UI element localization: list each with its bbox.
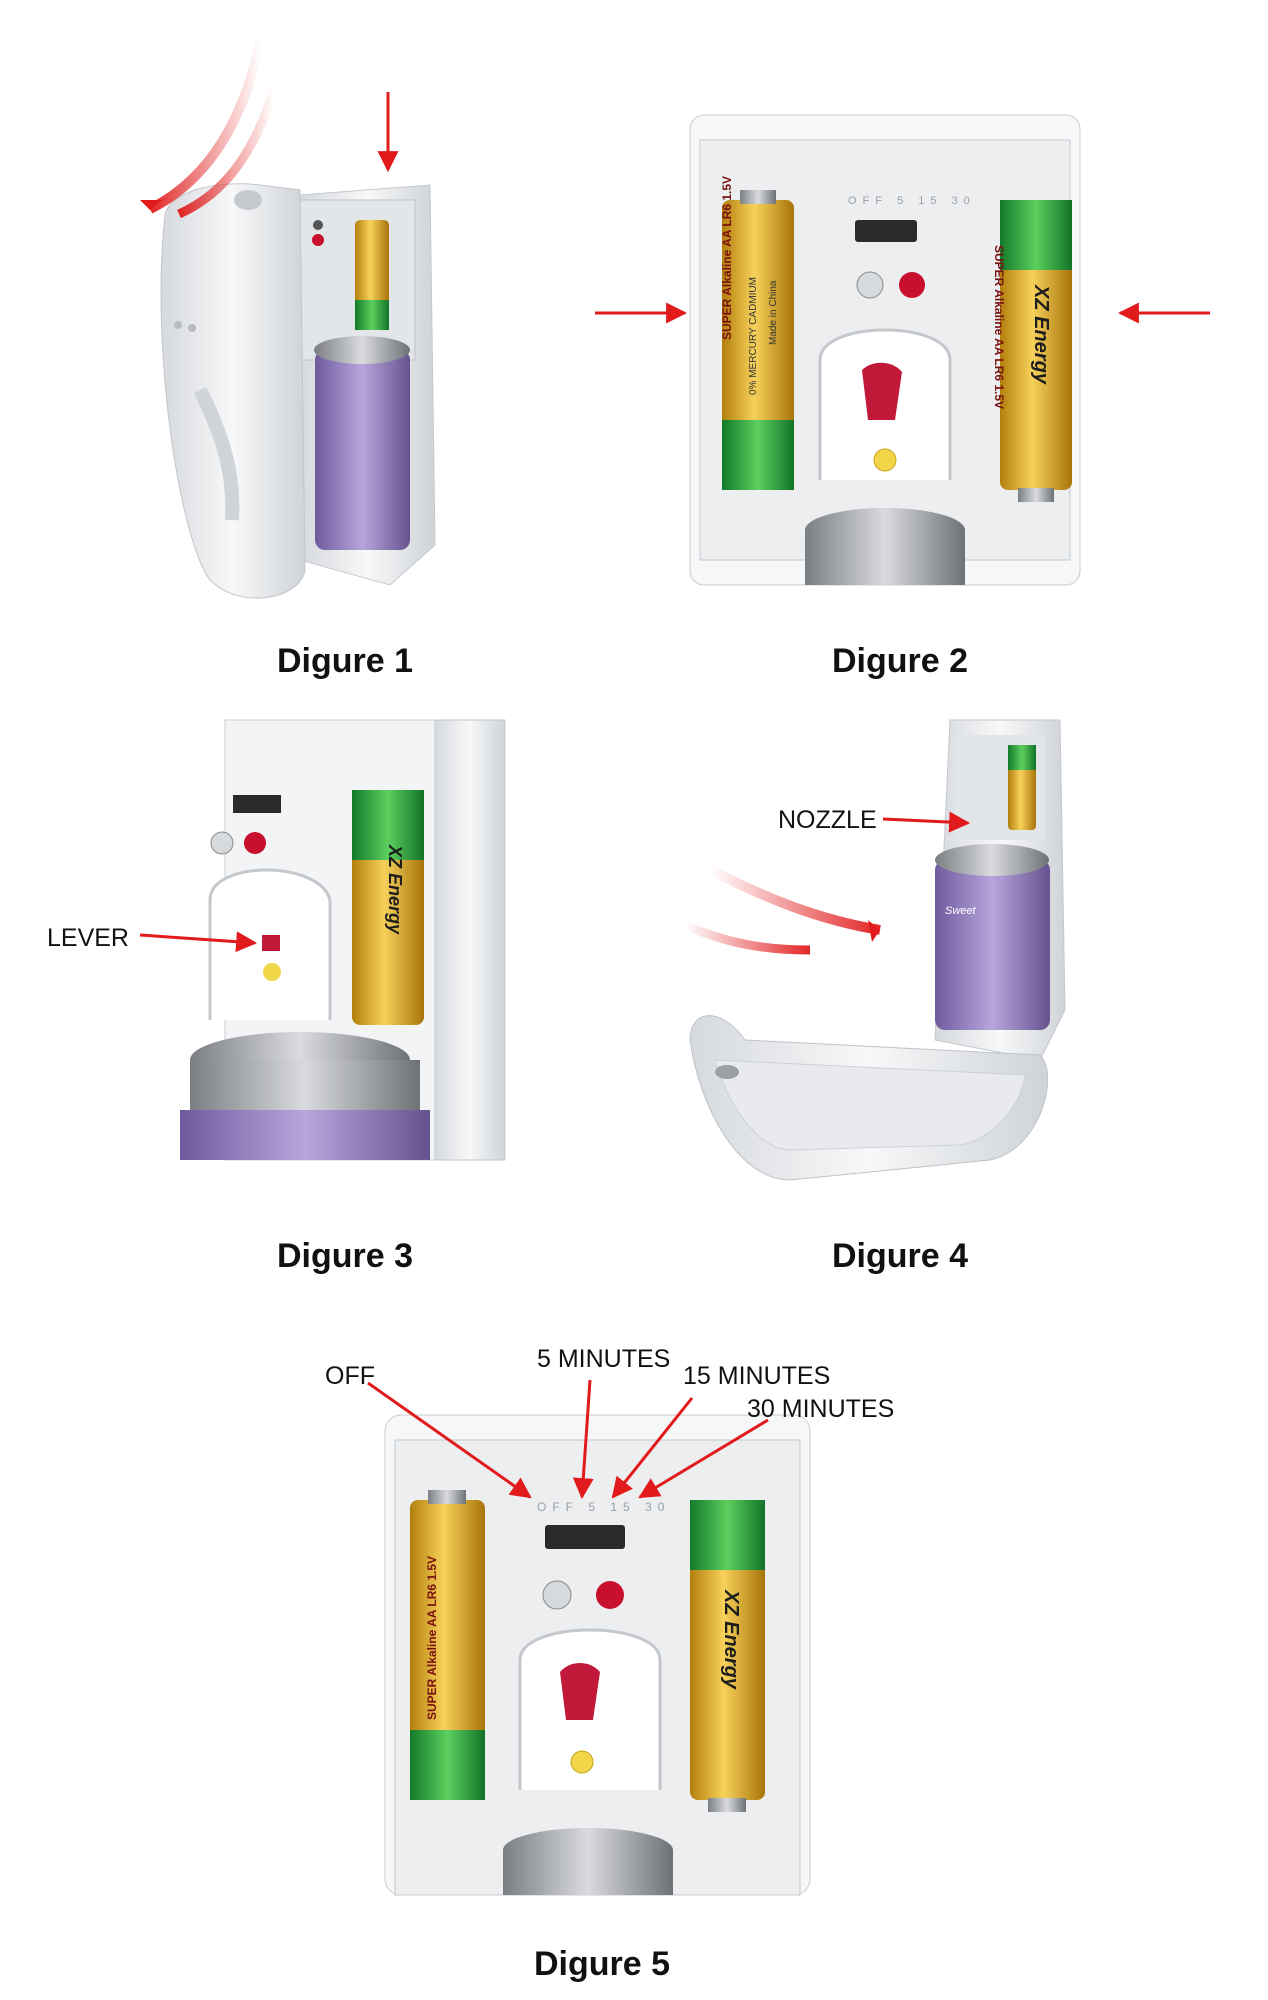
battery-brand-text-fig5: XZ Energy bbox=[720, 1590, 742, 1689]
label-lever: LEVER bbox=[47, 924, 129, 952]
figure-5-illustration bbox=[367, 1379, 811, 1896]
label-off: OFF bbox=[325, 1362, 375, 1390]
timer-mark-15-fig2: 15 bbox=[918, 195, 943, 207]
battery-brand-text-fig3: XZ Energy bbox=[385, 845, 405, 935]
figure-2-illustration bbox=[595, 114, 1210, 586]
caption-figure-4: Digure 4 bbox=[831, 1237, 969, 1275]
label-5-minutes: 5 MINUTES bbox=[537, 1345, 671, 1373]
figure-3-illustration bbox=[139, 719, 506, 1161]
label-30-minutes: 30 MINUTES bbox=[747, 1395, 895, 1423]
timer-mark-15: 15 bbox=[610, 1500, 636, 1514]
battery-type-text-fig5: SUPER Alkaline AA LR6 1.5V bbox=[425, 1555, 439, 1720]
label-15-minutes: 15 MINUTES bbox=[683, 1362, 831, 1390]
timer-mark-5: 5 bbox=[588, 1500, 602, 1514]
battery-note-text: 0% MERCURY CADMIUM bbox=[748, 277, 759, 395]
timer-mark-5-fig2: 5 bbox=[897, 195, 910, 207]
battery-brand-text: XZ Energy bbox=[1030, 285, 1052, 384]
timer-mark-30-fig2: 30 bbox=[951, 195, 976, 207]
caption-figure-1: Digure 1 bbox=[276, 642, 414, 680]
timer-marks-fig2: OFF 5 15 30 bbox=[848, 195, 976, 207]
caption-figure-5: Digure 5 bbox=[533, 1945, 671, 1983]
battery-type-text: SUPER Alkaline AA LR6 1.5V bbox=[720, 175, 734, 340]
label-nozzle: NOZZLE bbox=[778, 806, 877, 834]
caption-figure-3: Digure 3 bbox=[276, 1237, 414, 1275]
timer-marks: OFF 5 15 30 bbox=[537, 1500, 670, 1514]
timer-mark-off: OFF bbox=[537, 1500, 579, 1514]
battery-type-text-right: SUPER Alkaline AA LR6 1.5V bbox=[992, 245, 1006, 410]
figure-1-illustration bbox=[140, 42, 436, 599]
timer-mark-off-fig2: OFF bbox=[848, 195, 888, 207]
timer-mark-30: 30 bbox=[645, 1500, 671, 1514]
battery-origin-text: Made in China bbox=[768, 280, 779, 345]
can-label-text: Sweet bbox=[945, 905, 976, 917]
figure-4-illustration bbox=[683, 719, 1066, 1181]
caption-figure-2: Digure 2 bbox=[831, 642, 969, 680]
